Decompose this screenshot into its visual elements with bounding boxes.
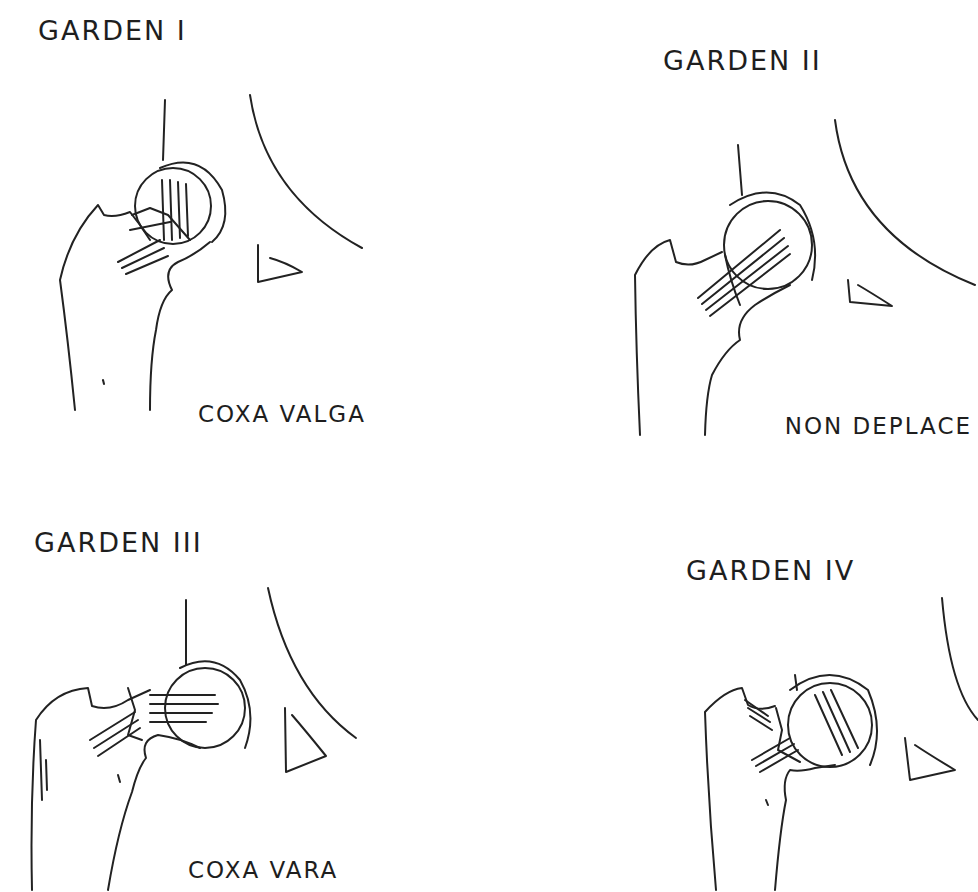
trabecular-lines xyxy=(752,690,858,772)
trabecular-lines xyxy=(698,230,790,316)
pelvis-edge xyxy=(795,675,797,690)
obturator-foramen xyxy=(285,708,326,772)
hip-garden-2 xyxy=(635,120,975,435)
femoral-head xyxy=(165,668,245,748)
bone-mark xyxy=(766,800,768,805)
stage-title: GARDEN IV xyxy=(686,556,855,586)
femur-outline xyxy=(150,242,210,410)
femur-outline xyxy=(705,688,775,890)
shading xyxy=(745,700,772,730)
bone-mark xyxy=(103,380,104,384)
femur-outline xyxy=(108,735,200,890)
stage-title: GARDEN I xyxy=(38,16,187,46)
trabecular-lines xyxy=(118,180,188,274)
stage-note: COXA VARA xyxy=(188,858,338,883)
stage-title: GARDEN II xyxy=(663,46,822,76)
pelvis-edge xyxy=(738,145,742,195)
femur-outline xyxy=(705,285,790,435)
stage-note: NON DEPLACE xyxy=(785,414,972,439)
fracture-line xyxy=(776,708,800,762)
hip-garden-3 xyxy=(32,588,357,890)
pelvis-edge xyxy=(163,100,165,160)
pelvis-outline xyxy=(942,598,978,720)
femur-outline xyxy=(775,765,835,890)
hip-garden-1 xyxy=(60,95,362,410)
femur-outline xyxy=(635,240,722,435)
trabecular-lines xyxy=(90,695,218,756)
femur-outline xyxy=(60,205,150,410)
acetabulum xyxy=(790,675,877,765)
femoral-head xyxy=(135,168,211,244)
obturator-foramen xyxy=(848,280,892,306)
bone-mark xyxy=(118,775,120,782)
stage-title: GARDEN III xyxy=(34,528,203,558)
hip-garden-4 xyxy=(705,598,978,890)
obturator-foramen xyxy=(905,738,955,780)
pelvis-outline xyxy=(835,120,975,285)
shading xyxy=(40,740,47,800)
femoral-head xyxy=(788,683,872,767)
obturator-foramen xyxy=(258,245,302,282)
pelvis-outline xyxy=(268,588,356,738)
stage-note: COXA VALGA xyxy=(198,402,366,427)
pelvis-edge xyxy=(185,600,187,665)
pelvis-outline xyxy=(250,95,362,248)
